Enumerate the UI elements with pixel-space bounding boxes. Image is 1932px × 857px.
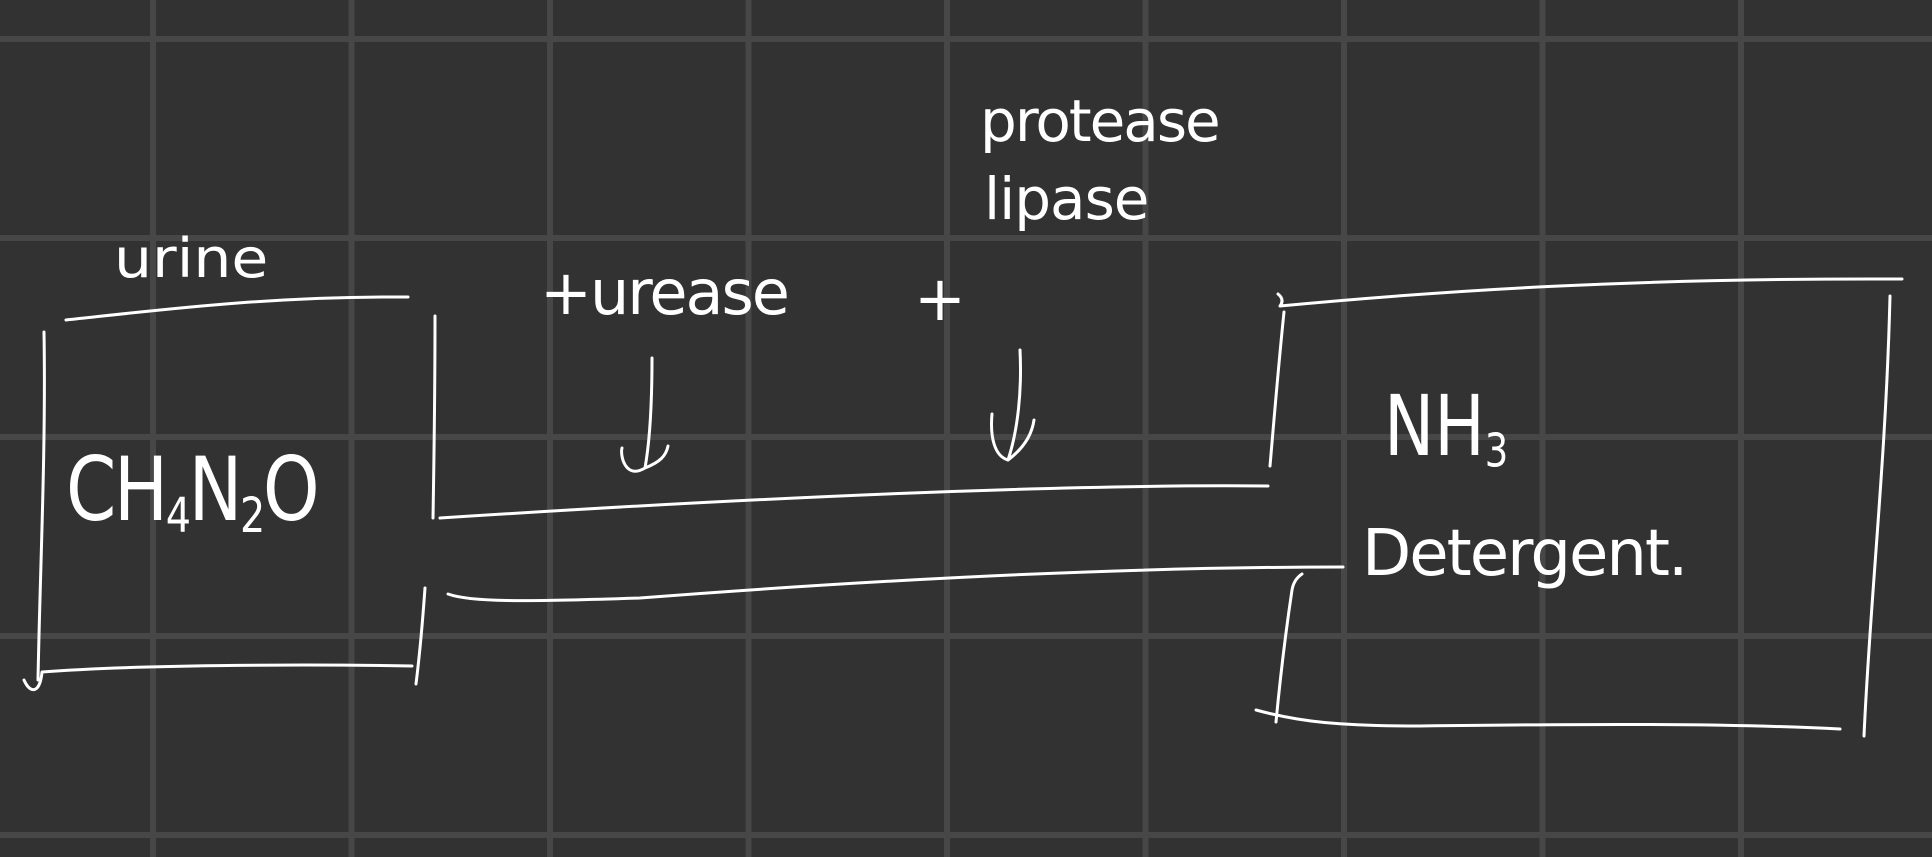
urea-formula-o: O	[262, 438, 320, 541]
right-box-left-side-upper	[1268, 310, 1286, 468]
lipase-label: lipase	[984, 165, 1149, 233]
protease-label: protease	[980, 87, 1221, 155]
enzymes-arrow	[990, 348, 1036, 462]
left-box-bottom-line	[22, 663, 414, 691]
urea-formula-sub-4: 4	[165, 488, 191, 545]
urease-arrow	[620, 356, 670, 473]
detergent-label: Detergent.	[1362, 517, 1688, 591]
urease-label: +urease	[540, 256, 790, 329]
urea-formula: CH4N2O	[66, 446, 320, 541]
plus-sign: +	[914, 262, 966, 335]
right-box-bottom-line	[1254, 708, 1842, 731]
urea-formula-ch: CH	[66, 438, 168, 541]
left-box-right-side-lower	[414, 586, 427, 686]
left-box-top-line	[64, 295, 410, 322]
urea-formula-sub-2: 2	[240, 488, 265, 545]
urea-formula-n: N	[188, 438, 243, 541]
urine-label: urine	[114, 227, 269, 291]
right-box-left-side-lower	[1274, 572, 1304, 724]
left-box-right-side-upper	[431, 314, 437, 520]
right-box-top-line	[1276, 277, 1904, 308]
ammonia-formula: NH3	[1384, 384, 1508, 474]
right-box-right-side	[1862, 294, 1892, 738]
ammonia-formula-sub-3: 3	[1484, 423, 1509, 478]
pipe-upper-wall	[438, 484, 1270, 520]
left-box-left-side	[36, 330, 46, 682]
ammonia-formula-nh: NH	[1384, 377, 1485, 475]
pipe-lower-wall	[446, 565, 1345, 603]
